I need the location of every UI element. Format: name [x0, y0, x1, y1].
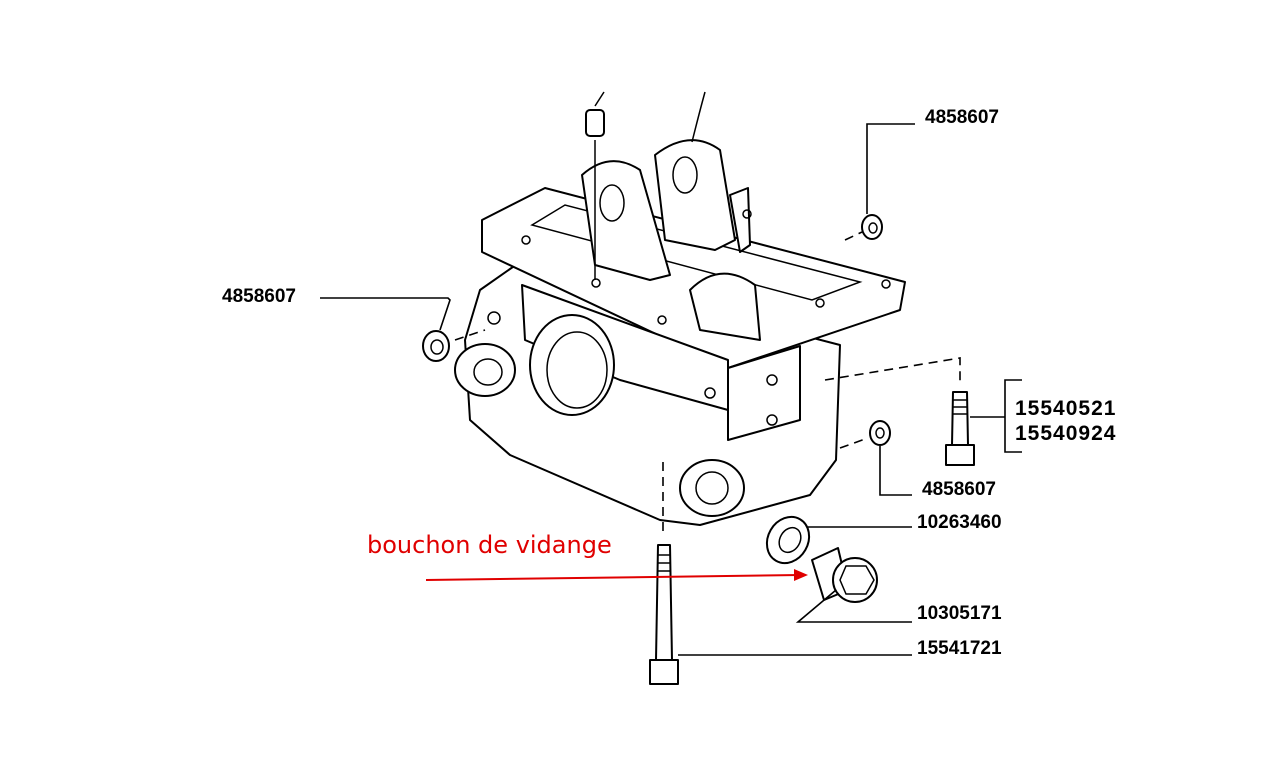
part-number-label: 4858607 — [222, 286, 296, 307]
drain-plug — [795, 547, 912, 623]
part-number-label: 15541721 — [917, 638, 1002, 659]
washer-right — [839, 420, 912, 496]
side-bolt — [824, 357, 1022, 466]
part-number-label: 4858607 — [925, 107, 999, 128]
drain-plug-arrow — [425, 569, 808, 581]
part-number-label: 10305171 — [917, 603, 1002, 624]
part-number-label: 10263460 — [917, 512, 1002, 533]
part-number-label: 15540924 — [1015, 422, 1116, 445]
gearbox-housing — [454, 139, 906, 526]
part-number-label: 4858607 — [922, 479, 996, 500]
washer-top-right — [844, 123, 915, 241]
washer-left — [320, 297, 486, 362]
long-bolt — [649, 462, 912, 685]
dowel-pin — [585, 91, 706, 280]
drain-plug-annotation: bouchon de vidange — [367, 531, 612, 559]
seal-ring — [765, 515, 912, 565]
part-number-label: 15540521 — [1015, 397, 1116, 420]
